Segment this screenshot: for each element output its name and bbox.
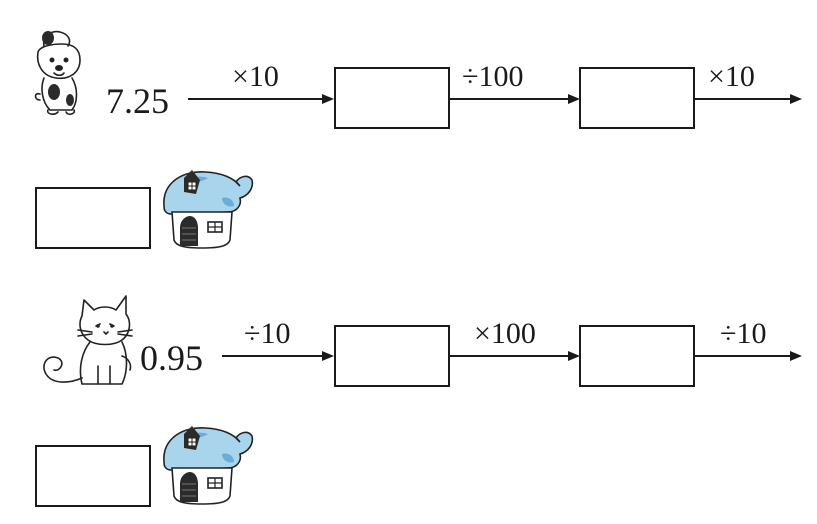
chain-2-arrow-2-head bbox=[568, 351, 580, 361]
chain-2-answer-box-1[interactable] bbox=[335, 326, 449, 386]
chain-1-op-3: ×10 bbox=[708, 60, 755, 93]
chain-2-arrow-3-head bbox=[790, 351, 802, 361]
chain-2-op-2: ×100 bbox=[474, 317, 536, 350]
chain-1-final-answer-box[interactable] bbox=[36, 188, 150, 248]
chain-1: 7.25 ×10 ÷100 ×10 bbox=[36, 31, 803, 248]
chain-1-arrow-3-head bbox=[790, 94, 802, 104]
chain-2-start-number: 0.95 bbox=[140, 338, 203, 378]
mushroom-house-icon bbox=[164, 426, 253, 504]
chain-2-arrow-1-head bbox=[322, 351, 334, 361]
puppy-icon bbox=[36, 31, 81, 114]
chain-1-arrow-1-head bbox=[322, 94, 334, 104]
chain-2-op-1: ÷10 bbox=[244, 317, 290, 350]
chain-1-arrow-2-head bbox=[568, 94, 580, 104]
chain-1-answer-box-2[interactable] bbox=[580, 68, 694, 128]
chain-2-final-answer-box[interactable] bbox=[36, 446, 150, 506]
kitten-icon bbox=[44, 296, 132, 384]
chain-1-op-2: ÷100 bbox=[462, 60, 523, 93]
chain-2: 0.95 ÷10 ×100 ÷10 bbox=[36, 296, 802, 506]
chain-1-start-number: 7.25 bbox=[106, 81, 169, 121]
mushroom-house-icon bbox=[164, 170, 253, 248]
chain-2-op-3: ÷10 bbox=[720, 317, 766, 350]
chain-1-op-1: ×10 bbox=[232, 60, 279, 93]
chain-1-answer-box-1[interactable] bbox=[335, 68, 449, 128]
chain-2-answer-box-2[interactable] bbox=[580, 326, 694, 386]
